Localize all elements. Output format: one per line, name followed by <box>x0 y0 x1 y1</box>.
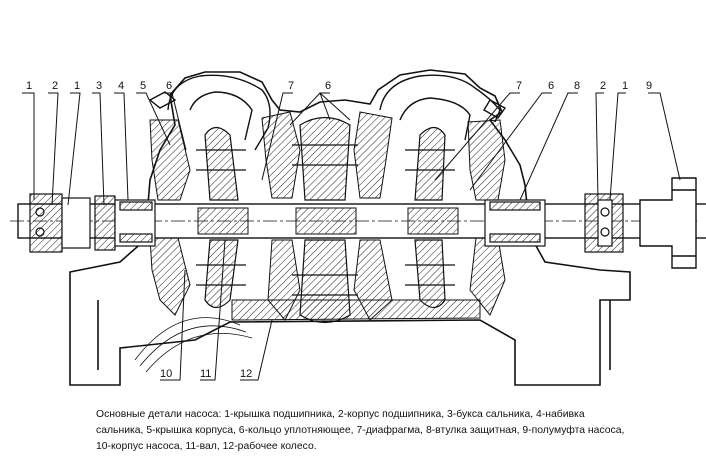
callout-8: 8 <box>574 80 580 92</box>
left-bearing-assembly <box>29 193 156 253</box>
callout-12: 12 <box>240 368 252 380</box>
impeller-right <box>405 126 455 309</box>
callout-7-right: 7 <box>516 80 522 92</box>
impellers <box>196 116 455 324</box>
caption-line-3: 10-корпус насоса, 11-вал, 12-рабочее кол… <box>96 441 317 452</box>
callout-5: 5 <box>140 80 146 92</box>
callout-9: 9 <box>646 80 652 92</box>
callout-2-left: 2 <box>52 80 58 92</box>
pump-cross-section-drawing: 1 2 1 3 4 5 6 7 6 7 6 8 2 1 9 10 11 12 <box>10 69 706 386</box>
callout-11: 11 <box>200 368 211 380</box>
callout-1-left-inner: 1 <box>74 80 80 92</box>
discharge-volutes <box>148 74 507 151</box>
callout-6-right: 6 <box>548 80 554 92</box>
caption-line-2: сальника, 5-крышка корпуса, 6-кольцо упл… <box>96 425 625 436</box>
impeller-center <box>292 116 358 324</box>
callout-3: 3 <box>96 80 102 92</box>
figure-caption: Основные детали насоса: 1-крышка подшипн… <box>96 407 696 455</box>
callout-6-left: 6 <box>166 80 172 92</box>
leader-lines <box>22 92 681 381</box>
callout-1-left-outer: 1 <box>26 80 32 92</box>
callout-6-center: 6 <box>325 80 331 92</box>
callout-1-right: 1 <box>622 80 628 92</box>
impeller-left <box>196 126 246 309</box>
caption-line-1: Основные детали насоса: 1-крышка подшипн… <box>96 409 585 420</box>
callout-2-right: 2 <box>600 80 606 92</box>
right-bearing-assembly <box>484 193 624 253</box>
callout-7-left: 7 <box>288 80 294 92</box>
support-foot-detail <box>134 317 253 373</box>
coupling-half <box>639 177 697 269</box>
callout-labels-bottom: 10 11 12 <box>160 368 252 380</box>
callout-labels-top: 1 2 1 3 4 5 6 7 6 7 6 8 2 1 9 <box>26 80 652 92</box>
callout-10: 10 <box>160 368 172 380</box>
callout-4: 4 <box>118 80 124 92</box>
